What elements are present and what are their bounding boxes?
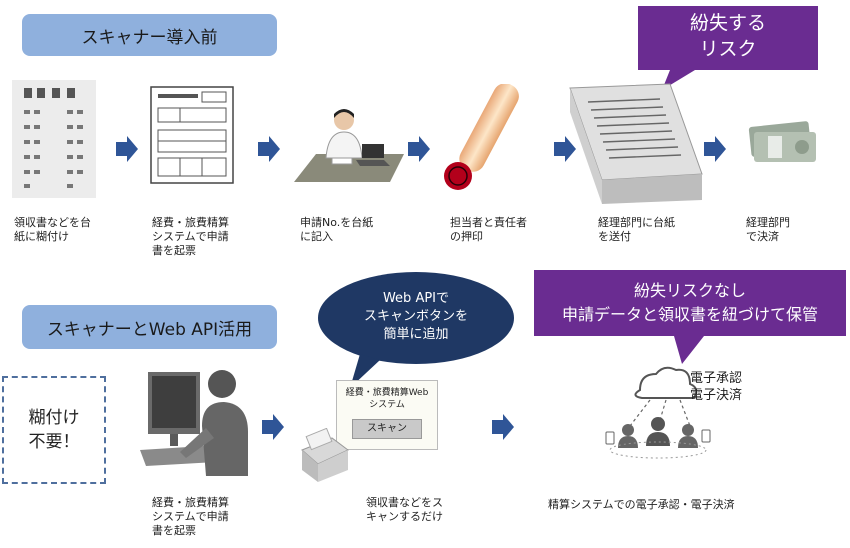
scanner-icon — [301, 428, 349, 482]
before-step-4-label: 担当者と責任者 の押印 — [450, 216, 527, 243]
approval-label: 電子承認 電子決済 — [690, 371, 743, 403]
web-system-title: 経費・旅費精算Web システム — [345, 388, 429, 410]
webapi-callout: Web APIで スキャンボタンを 簡単に追加 — [363, 291, 468, 342]
before-step-3-label: 申請No.を台紙 に記入 — [300, 216, 374, 243]
web-system-panel: 経費・旅費精算Web システム スキャン — [336, 380, 438, 450]
arrow-right-icon — [492, 414, 514, 440]
after-step-1-label: 経費・旅費精算 システムで申請 書を起票 — [152, 496, 229, 537]
risk-callout: 紛失する リスク — [638, 6, 818, 66]
arrow-right-icon — [258, 136, 280, 162]
before-step-2-label: 経費・旅費精算 システムで申請 書を起票 — [152, 216, 229, 257]
after-section-title: スキャナーとWeb API活用 — [22, 305, 277, 349]
form-document-icon — [150, 86, 234, 184]
after-step-3-label: 精算システムでの電子承認・電子決済 — [548, 498, 735, 511]
money-bundle-icon — [748, 121, 816, 162]
scan-button[interactable]: スキャン — [352, 419, 422, 439]
receipt-sheet-icon — [12, 80, 96, 198]
cloud-network-icon — [605, 366, 711, 459]
person-writing-icon — [294, 109, 404, 182]
arrow-right-icon — [408, 136, 430, 162]
before-step-5-label: 経理部門に台紙 を送付 — [598, 216, 675, 243]
no-glue-note: 糊付け 不要！ — [2, 376, 106, 484]
before-section-title: スキャナー導入前 — [22, 14, 277, 56]
webapi-callout-shape — [318, 272, 514, 388]
after-step-2-label: 領収書などをス キャンするだけ — [366, 496, 443, 523]
arrow-right-icon — [554, 136, 576, 162]
arrow-right-icon — [262, 414, 284, 440]
paper-stack-icon — [569, 83, 703, 204]
arrow-right-icon — [116, 136, 138, 162]
seal-stamp-icon — [444, 84, 519, 190]
arrow-right-icon — [704, 136, 726, 162]
person-at-computer-icon — [140, 370, 248, 476]
before-step-6-label: 経理部門 で決済 — [746, 216, 790, 243]
before-step-1-label: 領収書などを台 紙に糊付け — [14, 216, 91, 243]
no-risk-callout: 紛失リスクなし 申請データと領収書を紐づけて保管 — [534, 272, 846, 334]
